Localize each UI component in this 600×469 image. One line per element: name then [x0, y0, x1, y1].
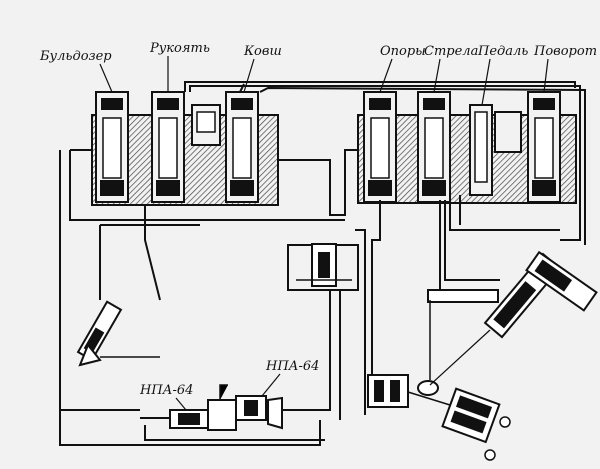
- support-cylinders: [367, 374, 511, 461]
- spool-supports: [363, 91, 397, 203]
- label-pump-right: НПА-64: [265, 359, 319, 374]
- inter-block-lines: [59, 149, 358, 446]
- spool-bucket: [225, 91, 259, 203]
- spool-bulldozer: [95, 91, 129, 203]
- spool-boom: [417, 91, 451, 203]
- label-bucket: Ковш: [243, 44, 282, 59]
- right-distributor-block: [357, 91, 577, 204]
- label-handle: Рукоять: [149, 41, 210, 56]
- pump-assembly: [140, 384, 325, 441]
- check-valve-section: [191, 104, 221, 146]
- bulldozer-cylinder: [76, 300, 160, 367]
- tank-filter: [287, 243, 359, 291]
- left-distributor-block: [91, 91, 279, 206]
- label-leaders: [99, 56, 549, 411]
- spool-handle: [151, 91, 185, 203]
- label-bulldozer: Бульдозер: [39, 49, 112, 64]
- label-supports: Опоры: [380, 44, 426, 59]
- boom-cylinders: [417, 250, 598, 396]
- label-boom: Стрела: [424, 44, 478, 59]
- pedal-section: [469, 104, 522, 196]
- return-lines: [280, 195, 560, 420]
- top-pipelines: [184, 81, 586, 245]
- spool-swing: [527, 91, 561, 203]
- label-swing: Поворот: [533, 44, 597, 59]
- label-pump-left: НПА-64: [139, 383, 193, 398]
- label-pedal: Педаль: [477, 44, 528, 59]
